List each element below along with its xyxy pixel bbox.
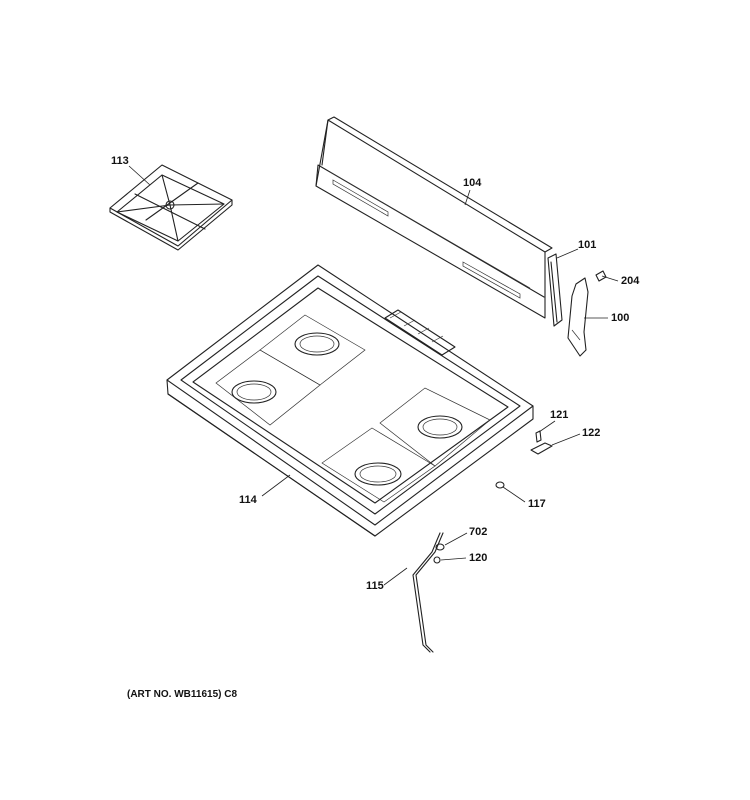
leader-lines [128, 165, 619, 586]
end-cap-right [567, 277, 589, 357]
callout-101: 101 [578, 239, 597, 251]
support-rod-assembly [412, 532, 445, 653]
callout-702: 702 [469, 526, 488, 538]
art-number-caption: (ART NO. WB11615) C8 [127, 689, 238, 700]
callout-100: 100 [611, 312, 630, 324]
screw-204 [595, 270, 607, 282]
part-121-122 [530, 430, 553, 455]
part-117 [495, 481, 505, 489]
callout-114: 114 [239, 494, 257, 506]
callout-113: 113 [111, 155, 129, 167]
end-cap-left [547, 253, 563, 327]
callout-122: 122 [582, 427, 601, 439]
burner-grate [109, 164, 233, 251]
callout-104: 104 [463, 177, 482, 189]
callout-115: 115 [366, 580, 384, 592]
backsplash-panel [315, 116, 553, 319]
callout-117: 117 [528, 498, 546, 510]
callout-121: 121 [550, 409, 569, 421]
callout-204: 204 [621, 275, 640, 287]
cooktop-main [166, 264, 534, 537]
callout-120: 120 [469, 552, 488, 564]
